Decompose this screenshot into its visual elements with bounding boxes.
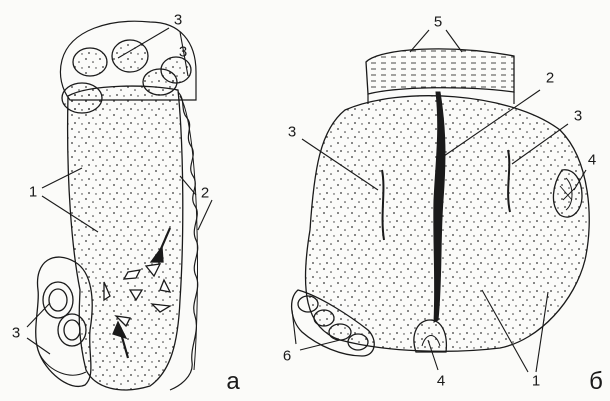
- label-2: 2: [546, 71, 554, 86]
- label-4-right: 4: [588, 153, 596, 168]
- nerve-section: [43, 282, 73, 318]
- label-3-top-right: 3: [179, 45, 187, 60]
- label-6: 6: [283, 349, 291, 364]
- panel-label-b: б: [589, 370, 603, 394]
- panel-label-a: а: [226, 370, 239, 394]
- label-4-bottom: 4: [437, 374, 445, 389]
- label-3-left: 3: [288, 125, 296, 140]
- label-3-bottom: 3: [12, 326, 20, 341]
- label-5: 5: [434, 15, 442, 30]
- label-1: 1: [29, 185, 37, 200]
- label-3-right: 3: [574, 109, 582, 124]
- fibrous-band: [366, 49, 514, 94]
- panel-a-drawing: [27, 21, 212, 390]
- nerve-section: [112, 40, 148, 72]
- tissue-body-large: [305, 96, 589, 352]
- label-1: 1: [532, 374, 540, 389]
- panel-b-drawing: [292, 30, 590, 372]
- label-2: 2: [201, 186, 209, 201]
- label-3-top-left: 3: [174, 13, 182, 28]
- nerve-section: [73, 48, 107, 76]
- nerve-section: [62, 83, 102, 113]
- side-slit: [382, 170, 384, 240]
